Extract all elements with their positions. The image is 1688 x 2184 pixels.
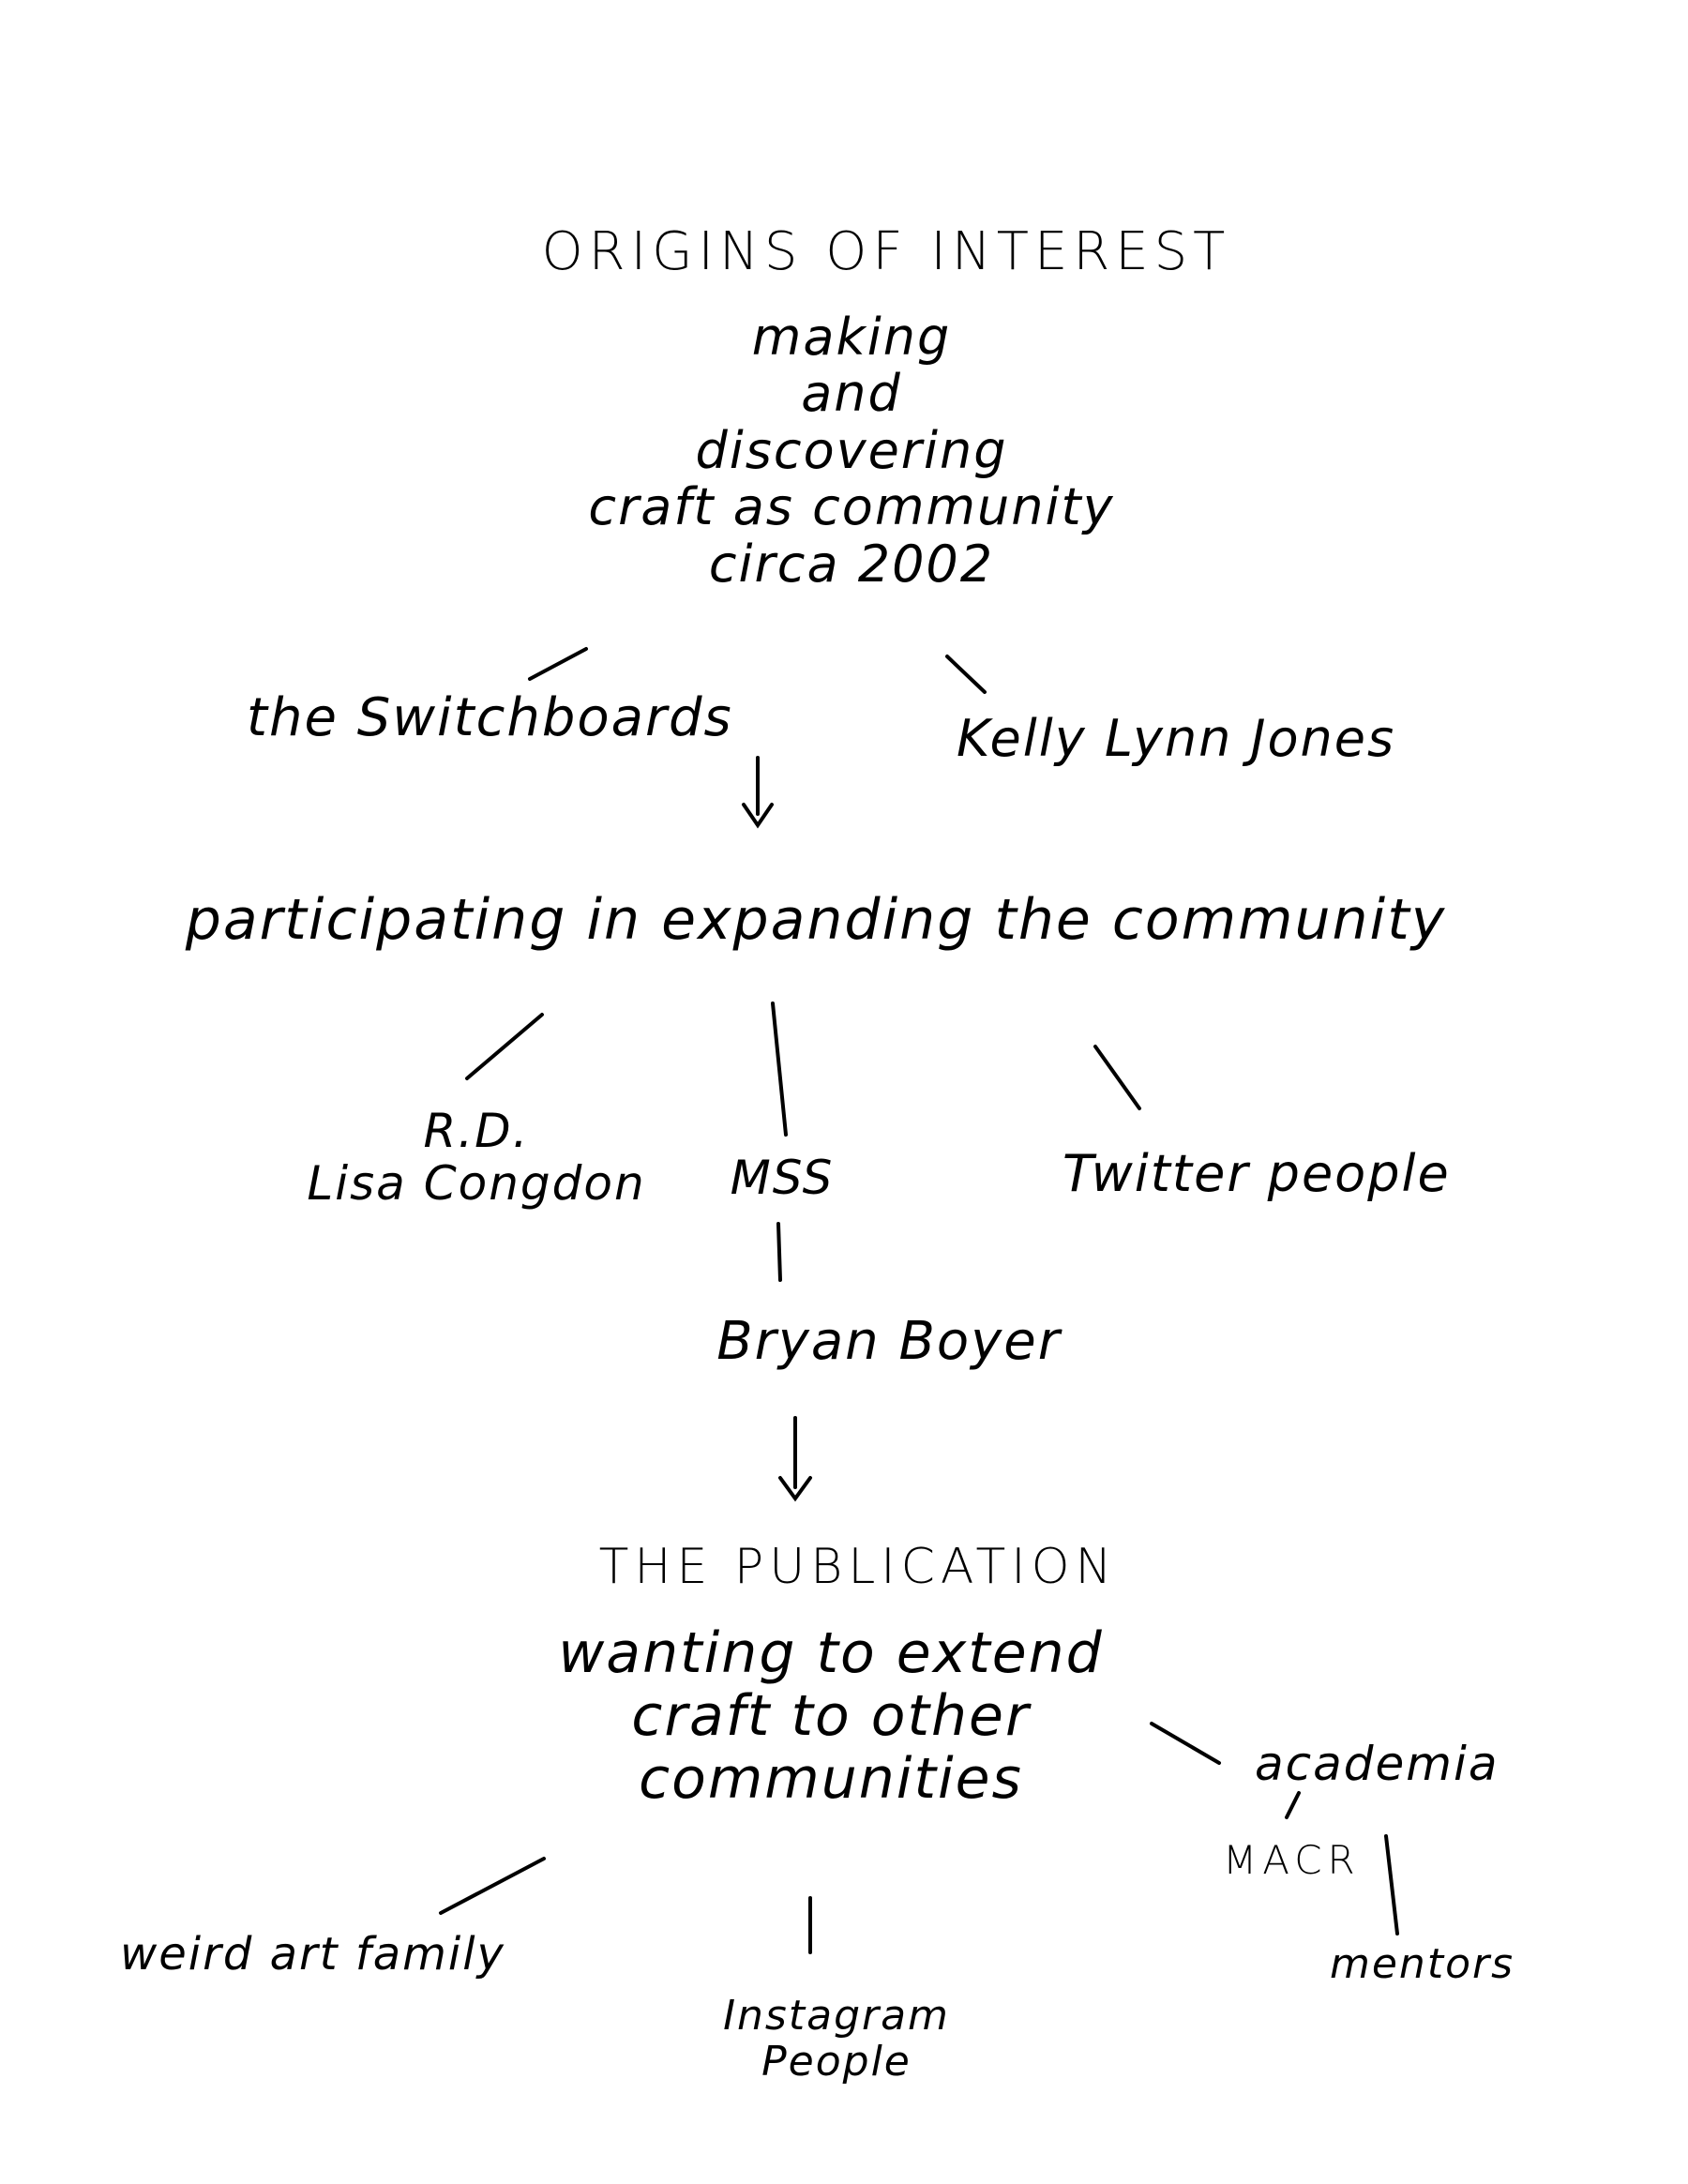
publication-line: communities bbox=[639, 1746, 1023, 1813]
connector-academia-to-macr bbox=[1285, 1791, 1301, 1819]
participating-node: participating in expanding the community bbox=[185, 887, 1447, 953]
rd-label: R.D. bbox=[423, 1104, 530, 1158]
twitter-node: Twitter people bbox=[1063, 1144, 1451, 1203]
origin-line: circa 2002 bbox=[708, 534, 995, 594]
connector-publication-to-weird bbox=[439, 1857, 546, 1915]
connector-academia-to-mentors bbox=[1384, 1834, 1399, 1935]
connector-origin-to-switchboards bbox=[528, 647, 588, 681]
kelly-node: Kelly Lynn Jones bbox=[957, 709, 1396, 768]
instagram-line: People bbox=[761, 2038, 912, 2086]
origin-line: craft as community bbox=[588, 477, 1115, 537]
origin-line: discovering bbox=[695, 420, 1008, 480]
arrowhead-down-to-participating bbox=[742, 803, 774, 829]
lisa-label: Lisa Congdon bbox=[307, 1156, 646, 1211]
arrowhead-bryan-to-publication bbox=[778, 1476, 812, 1502]
academia-node: academia bbox=[1255, 1737, 1500, 1791]
connector-participating-to-rd bbox=[465, 1013, 544, 1080]
connector-participating-to-twitter bbox=[1093, 1045, 1141, 1110]
instagram-node: Instagram People bbox=[723, 1993, 950, 2086]
origin-line: and bbox=[801, 364, 902, 424]
connector-origin-to-kelly bbox=[945, 655, 987, 694]
macr-node: MACR bbox=[1223, 1837, 1361, 1883]
bryan-node: Bryan Boyer bbox=[716, 1311, 1062, 1372]
publication-line: wanting to extend bbox=[558, 1620, 1104, 1686]
connector-mss-to-bryan bbox=[776, 1222, 782, 1282]
origin-node: making and discovering craft as communit… bbox=[588, 309, 1114, 593]
origin-line: making bbox=[751, 308, 952, 367]
mss-node: MSS bbox=[730, 1151, 835, 1205]
instagram-line: Instagram bbox=[723, 1992, 950, 2040]
publication-node: wanting to extend craft to other communi… bbox=[558, 1620, 1104, 1813]
switchboards-node: the Switchboards bbox=[247, 687, 733, 748]
rd-lisa-node: R.D. Lisa Congdon bbox=[307, 1105, 645, 1210]
connector-publication-to-academia bbox=[1150, 1722, 1221, 1765]
publication-heading: THE PUBLICATION bbox=[598, 1539, 1118, 1595]
diagram-title: ORIGINS OF INTEREST bbox=[541, 221, 1231, 282]
publication-line: craft to other bbox=[631, 1683, 1031, 1750]
mentors-node: mentors bbox=[1330, 1940, 1515, 1988]
connector-participating-to-mss bbox=[771, 1002, 788, 1137]
weird-art-family-node: weird art family bbox=[120, 1928, 505, 1981]
